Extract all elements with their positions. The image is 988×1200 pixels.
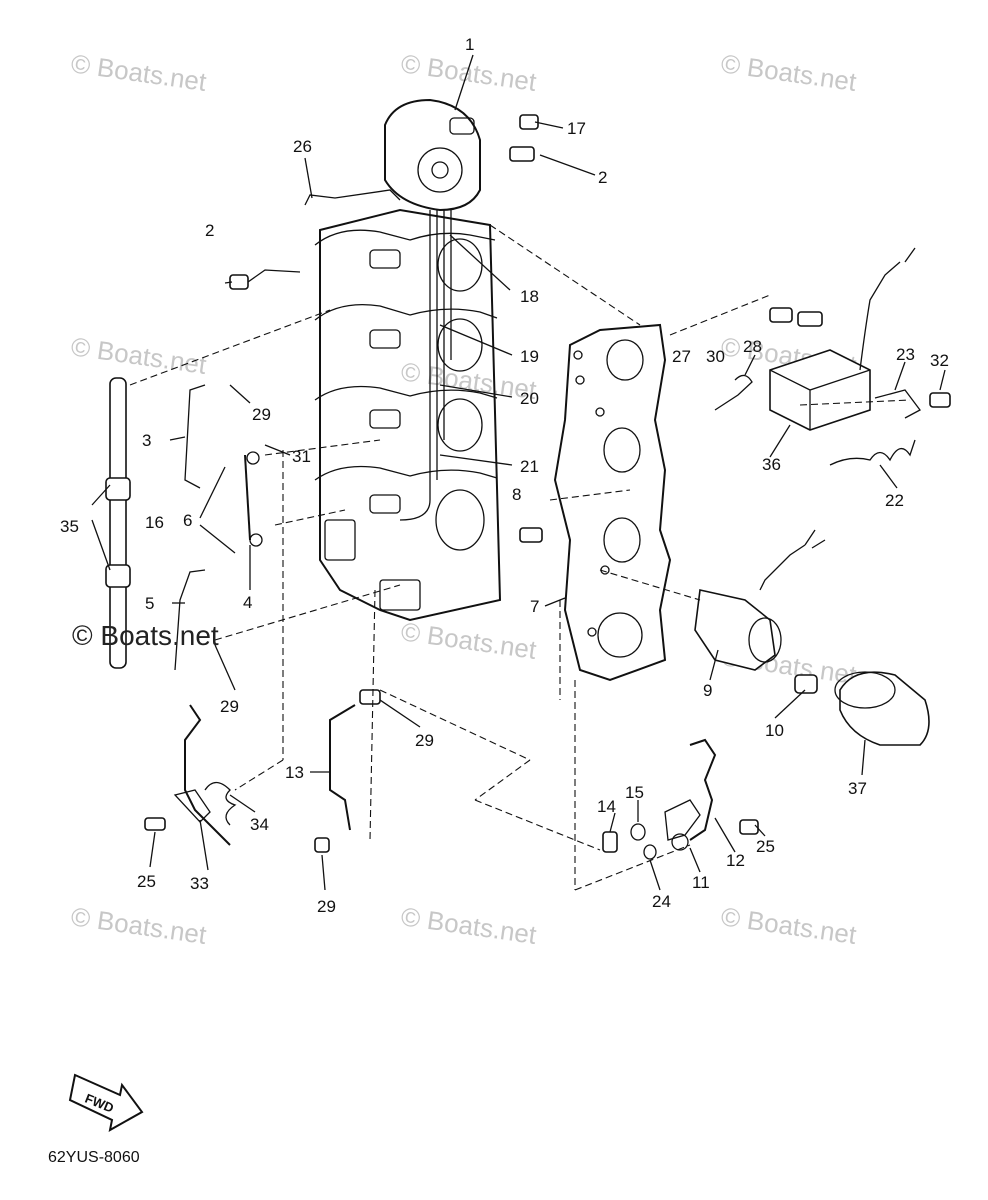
- label-29: 29: [252, 405, 271, 424]
- label-20: 20: [520, 389, 539, 408]
- label-15: 15: [625, 783, 644, 802]
- label-22: 22: [885, 491, 904, 510]
- link-rod-13: [314, 689, 381, 853]
- gasket-plate: [553, 323, 672, 682]
- label-31: 31: [292, 447, 311, 466]
- label-32: 32: [930, 351, 949, 370]
- rod-assembly: [91, 377, 131, 669]
- label-2: 2: [598, 168, 607, 187]
- label-14: 14: [597, 797, 616, 816]
- label-19: 19: [520, 347, 539, 366]
- label-1: 1: [465, 35, 474, 54]
- label-29: 29: [415, 731, 434, 750]
- filter: [834, 671, 930, 746]
- label-33: 33: [190, 874, 209, 893]
- watermark-text: © Boats.net: [719, 48, 859, 97]
- label-2: 2: [205, 221, 214, 240]
- diagram-code: 62YUS-8060: [48, 1149, 140, 1166]
- leader-lines: [129, 224, 911, 891]
- label-25: 25: [137, 872, 156, 891]
- fwd-arrow: FWD: [68, 1073, 144, 1132]
- label-17: 17: [567, 119, 586, 138]
- label-25: 25: [756, 837, 775, 856]
- watermark-text: © Boats.net: [69, 48, 209, 97]
- watermark-text: © Boats.net: [719, 901, 859, 950]
- label-6: 6: [183, 511, 192, 530]
- link-rods: [174, 384, 263, 671]
- label-8: 8: [512, 485, 521, 504]
- label-4: 4: [243, 593, 252, 612]
- watermark-text: © Boats.net: [399, 901, 539, 950]
- label-37: 37: [848, 779, 867, 798]
- label-24: 24: [652, 892, 671, 911]
- watermark-layer: © Boats.net © Boats.net © Boats.net © Boats…: [69, 48, 859, 950]
- label-34: 34: [250, 815, 269, 834]
- label-26: 26: [293, 137, 312, 156]
- control-box: [714, 247, 951, 466]
- label-23: 23: [896, 345, 915, 364]
- label-27: 27: [672, 347, 691, 366]
- watermark-text: © Boats.net: [399, 616, 539, 665]
- label-18: 18: [520, 287, 539, 306]
- label-12: 12: [726, 851, 745, 870]
- label-30: 30: [706, 347, 725, 366]
- label-21: 21: [520, 457, 539, 476]
- fwd-label: FWD: [83, 1091, 116, 1116]
- watermark-text: © Boats.net: [399, 356, 539, 405]
- label-13: 13: [285, 763, 304, 782]
- bolts: [229, 114, 543, 543]
- label-16: 16: [145, 513, 164, 532]
- label-10: 10: [765, 721, 784, 740]
- label-29: 29: [317, 897, 336, 916]
- solenoid: [694, 529, 826, 694]
- label-29: 29: [220, 697, 239, 716]
- label-35: 35: [60, 517, 79, 536]
- label-5: 5: [145, 594, 154, 613]
- label-pointers: [149, 54, 946, 891]
- watermark-text: © Boats.net: [69, 331, 209, 380]
- lower-linkage: [602, 738, 759, 860]
- watermark-text: © Boats.net: [399, 48, 539, 97]
- part-labels: 1 17 2 26 2 18 19 20 21 29 3 31 6 35 16 …: [60, 35, 949, 916]
- label-7: 7: [530, 597, 539, 616]
- label-3: 3: [142, 431, 151, 450]
- intake-assembly: [304, 98, 502, 622]
- lever-assembly: [144, 704, 237, 846]
- label-11: 11: [692, 873, 710, 892]
- watermark-main: © Boats.net: [72, 620, 219, 651]
- watermark-text: © Boats.net: [69, 901, 209, 950]
- label-36: 36: [762, 455, 781, 474]
- label-28: 28: [743, 337, 762, 356]
- label-9: 9: [703, 681, 712, 700]
